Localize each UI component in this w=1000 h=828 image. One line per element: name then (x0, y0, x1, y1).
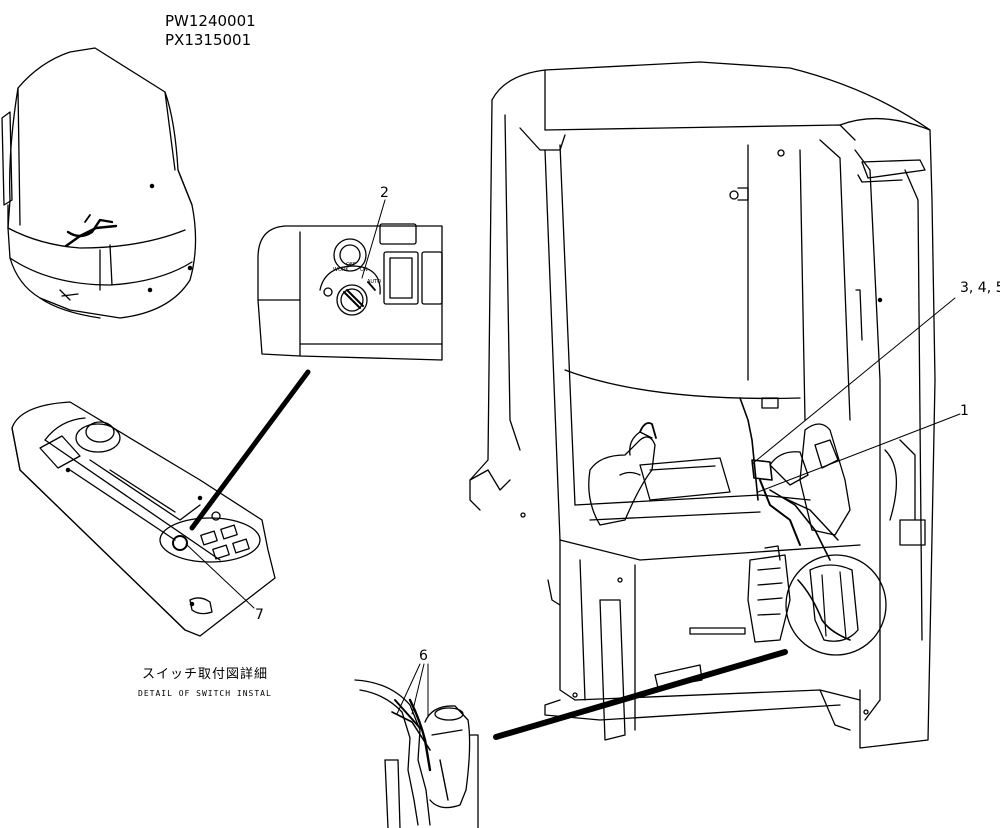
detail-caption-english: DETAIL OF SWITCH INSTAL (138, 689, 272, 698)
leader-2 (362, 200, 385, 278)
leader-1 (758, 414, 960, 492)
callout-3-4-5: 3, 4, 5 (960, 280, 1000, 296)
leader-3-4-5 (752, 298, 955, 464)
main-cab-drawing (470, 62, 935, 748)
dial-mark-auto: AUTO (367, 279, 382, 285)
dial-mark-work: WORK (333, 267, 349, 273)
detail-leader-lower (496, 652, 785, 737)
key-switch-detail (258, 224, 442, 360)
callout-7: 7 (255, 607, 264, 623)
callout-6: 6 (419, 648, 428, 664)
wiring-detail-drawing (355, 680, 478, 828)
leader-6a (397, 664, 420, 714)
callout-1: 1 (960, 403, 969, 419)
serial-number-range: PW1240001 PX1315001 (165, 12, 256, 49)
callout-leaders (186, 200, 960, 716)
leader-6b (412, 664, 424, 714)
dial-mark-on: ON (360, 267, 368, 273)
cab-overview-drawing (2, 48, 196, 318)
dial-mark-off: OFF (346, 262, 356, 268)
detail-leader-upper (192, 372, 308, 528)
leader-7 (186, 544, 254, 608)
switch-panel-drawing (12, 402, 275, 636)
callout-2: 2 (380, 185, 389, 201)
detail-caption-japanese: スイッチ取付図詳細 (142, 667, 269, 682)
